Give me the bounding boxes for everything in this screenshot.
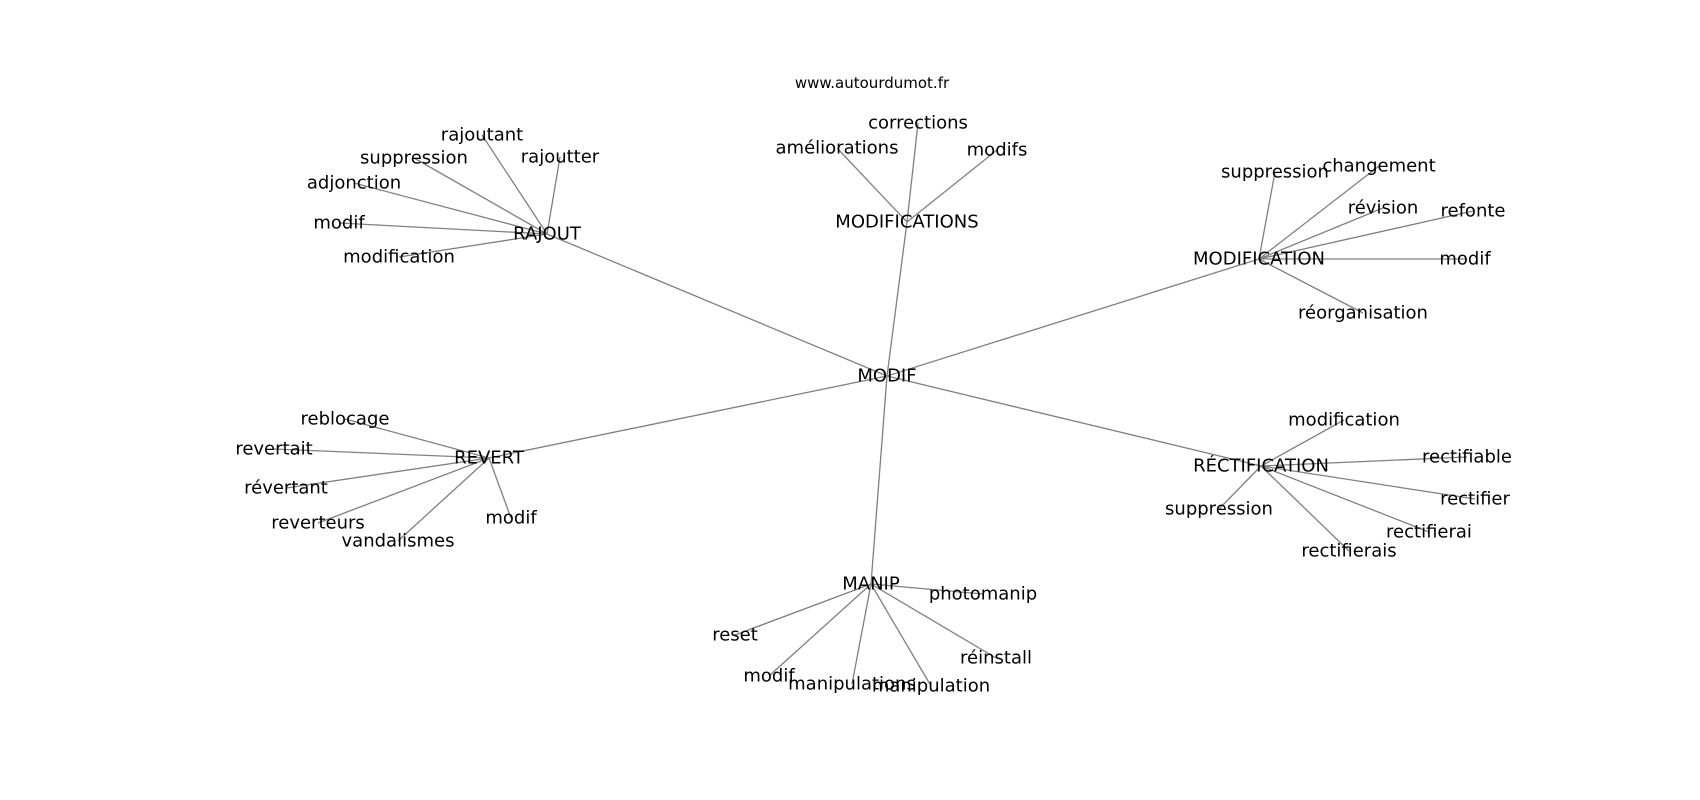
hub-node-label: MANIP	[842, 574, 900, 595]
hub-node-label: RAJOUT	[513, 224, 582, 245]
edge-hub-to-leaf	[338, 222, 548, 235]
edge-hub-to-leaf	[1258, 210, 1474, 260]
leaf-node-label: révision	[1348, 198, 1419, 219]
edge-hub-to-leaf	[285, 457, 490, 489]
leaf-node-label: rectifiable	[1422, 447, 1512, 468]
leaf-node-label: modif	[743, 666, 795, 687]
edge-hub-to-leaf	[1258, 165, 1380, 260]
leaf-node-label: modif	[313, 213, 365, 234]
edge-center-to-hub	[546, 233, 888, 377]
leaf-node-label: rectifierais	[1301, 541, 1396, 562]
leaf-node-label: vandalismes	[342, 531, 455, 552]
leaf-node-label: corrections	[868, 113, 968, 134]
hub-node-label: MODIFICATION	[1193, 249, 1325, 270]
leaf-node-label: modif	[485, 508, 537, 529]
leaf-node-label: révertant	[244, 478, 328, 499]
leaf-node-label: manipulations	[788, 674, 916, 695]
leaf-node-label: rajoutant	[441, 125, 523, 146]
graph-edges	[273, 122, 1476, 687]
edge-hub-to-leaf	[851, 583, 872, 685]
edge-hub-to-leaf	[1218, 465, 1262, 510]
edge-center-to-hub	[886, 375, 1262, 467]
leaf-node-label: rectifier	[1440, 489, 1510, 510]
leaf-node-label: reset	[712, 625, 758, 646]
edge-hub-to-leaf	[1260, 456, 1468, 467]
leaf-node-label: suppression	[360, 148, 468, 169]
leaf-node-label: manipulation	[872, 676, 990, 697]
edge-hub-to-leaf	[1258, 258, 1364, 314]
edge-center-to-hub	[488, 375, 888, 459]
leaf-node-label: reblocage	[301, 409, 390, 430]
edge-hub-to-leaf	[344, 418, 490, 459]
leaf-node-label: modif	[1439, 249, 1491, 270]
edge-hub-to-leaf	[768, 583, 872, 677]
edge-hub-to-leaf	[1260, 465, 1476, 500]
leaf-node-label: améliorations	[776, 138, 899, 159]
leaf-node-label: réinstall	[960, 648, 1032, 669]
leaf-node-label: modifs	[967, 140, 1028, 161]
leaf-node-label: changement	[1322, 156, 1435, 177]
edge-hub-to-leaf	[1258, 207, 1384, 260]
edge-hub-to-leaf	[870, 583, 932, 687]
leaf-node-label: reverteurs	[271, 513, 365, 534]
edge-hub-to-leaf	[398, 233, 548, 258]
edge-hub-to-leaf	[1260, 419, 1345, 467]
edge-hub-to-leaf	[906, 149, 998, 223]
leaf-node-label: suppression	[1221, 162, 1329, 183]
edge-hub-to-leaf	[481, 134, 548, 235]
edge-hub-to-leaf	[488, 457, 512, 519]
edge-center-to-hub	[886, 258, 1260, 377]
edge-hub-to-leaf	[734, 583, 872, 636]
edge-hub-to-leaf	[836, 147, 908, 223]
edge-hub-to-leaf	[413, 157, 548, 235]
site-credit: www.autourdumot.fr	[795, 74, 950, 92]
edge-hub-to-leaf	[1260, 465, 1350, 552]
edge-hub-to-leaf	[317, 457, 490, 524]
edge-hub-to-leaf	[273, 448, 490, 459]
leaf-node-label: photomanip	[929, 584, 1037, 605]
leaf-node-label: modification	[343, 247, 455, 268]
leaf-node-label: modification	[1288, 410, 1400, 431]
leaf-node-label: adjonction	[307, 173, 401, 194]
edge-hub-to-leaf	[870, 583, 984, 595]
edge-hub-to-leaf	[397, 457, 490, 542]
leaf-node-label: rectifierai	[1386, 522, 1472, 543]
hub-node-label: MODIFICATIONS	[835, 212, 978, 233]
center-node-label: MODIF	[857, 366, 916, 387]
hub-node-label: RÉCTIFICATION	[1193, 455, 1329, 477]
leaf-node-label: revertait	[235, 439, 312, 460]
edge-hub-to-leaf	[546, 156, 561, 235]
leaf-node-label: rajoutter	[521, 147, 600, 168]
edge-hub-to-leaf	[1258, 171, 1276, 260]
edge-center-to-hub	[886, 221, 908, 377]
edge-hub-to-leaf	[353, 182, 548, 235]
leaf-node-label: suppression	[1165, 499, 1273, 520]
leaf-node-label: réorganisation	[1298, 303, 1428, 324]
edge-hub-to-leaf	[1260, 465, 1430, 533]
edge-hub-to-leaf	[906, 122, 919, 223]
hub-node-label: REVERT	[454, 448, 525, 469]
leaf-node-label: refonte	[1441, 201, 1506, 222]
edge-center-to-hub	[870, 375, 888, 585]
edge-hub-to-leaf	[870, 583, 997, 659]
